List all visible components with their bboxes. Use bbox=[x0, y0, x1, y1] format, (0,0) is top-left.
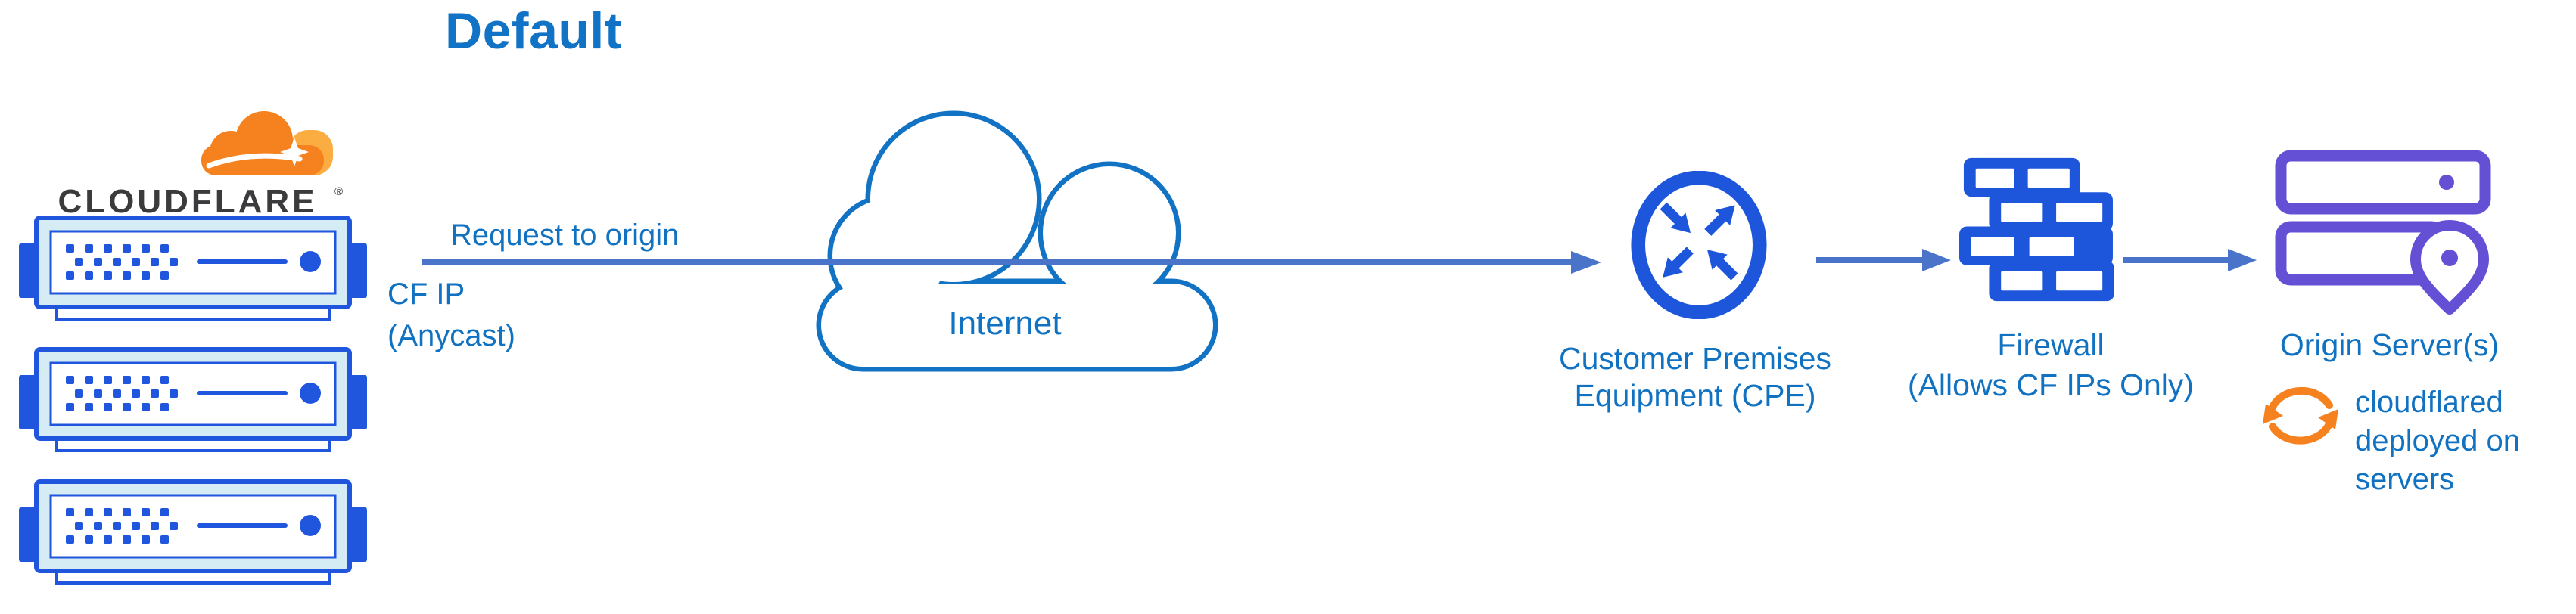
edge-server-icon bbox=[19, 215, 371, 327]
flow-arrow-cpe-firewall bbox=[1816, 249, 1951, 271]
cloudflare-logo: CLOUDFLARE ® bbox=[58, 111, 343, 220]
cf-ip-line2: (Anycast) bbox=[387, 318, 515, 352]
cf-ip-line1: CF IP bbox=[387, 278, 465, 311]
flow-arrow-request bbox=[422, 251, 1601, 274]
cloudflared-line3: servers bbox=[2355, 463, 2455, 497]
cloudflared-label: cloudflared deployed on servers bbox=[2355, 383, 2520, 500]
origin-servers-label: Origin Server(s) bbox=[2279, 327, 2500, 362]
registered-mark: ® bbox=[334, 185, 343, 198]
firewall-label: Firewall (Allows CF IPs Only) bbox=[1899, 325, 2202, 406]
firewall-icon bbox=[1959, 157, 2114, 302]
internet-label: Internet bbox=[948, 305, 1061, 342]
edge-server-icon bbox=[19, 346, 371, 458]
cpe-label-line2: Equipment (CPE) bbox=[1574, 378, 1816, 414]
firewall-label-line2: (Allows CF IPs Only) bbox=[1907, 367, 2195, 403]
cloudflared-line2: deployed on bbox=[2355, 424, 2520, 458]
cf-ip-label: CF IP (Anycast) bbox=[387, 274, 515, 357]
cloudflared-line1: cloudflared bbox=[2355, 386, 2503, 419]
cpe-label: Customer Premises Equipment (CPE) bbox=[1536, 340, 1854, 414]
origin-servers-icon bbox=[2275, 150, 2491, 315]
location-pin-icon bbox=[2410, 220, 2489, 315]
cpe-router-icon bbox=[1631, 171, 1767, 319]
cloudflare-cloud-icon bbox=[201, 111, 333, 175]
cloudflare-wordmark: CLOUDFLARE bbox=[58, 183, 317, 220]
cpe-label-line1: Customer Premises bbox=[1559, 341, 1831, 376]
flow-arrow-firewall-origin bbox=[2123, 249, 2257, 271]
sync-arrows-icon bbox=[2263, 386, 2338, 445]
edge-server-icon bbox=[19, 479, 371, 591]
internet-cloud-icon: Internet bbox=[816, 110, 1218, 372]
diagram-title: Default bbox=[445, 2, 622, 60]
request-to-origin-label: Request to origin bbox=[450, 219, 680, 252]
firewall-label-line1: Firewall bbox=[1997, 327, 2105, 362]
